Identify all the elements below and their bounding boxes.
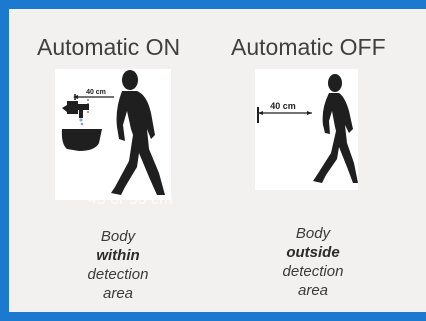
automatic-on-panel: 40 cm	[55, 69, 171, 200]
automatic-on-title: Automatic ON	[37, 34, 181, 60]
caption-emphasis: within	[96, 247, 140, 264]
within-detection-caption: Body within detection area	[58, 227, 178, 303]
caption-line: detection	[282, 263, 344, 280]
distance-arrow-icon	[73, 94, 114, 113]
caption-line: area	[297, 282, 329, 299]
walking-person-icon	[111, 70, 165, 195]
walking-person-icon	[313, 74, 358, 183]
caption-line: Body	[100, 228, 136, 245]
caption-emphasis: outside	[286, 244, 340, 261]
automatic-off-panel: 40 cm	[255, 69, 358, 190]
distance-label: 40 cm	[270, 101, 296, 111]
caption-line: Body	[295, 225, 331, 242]
caption-line: area	[102, 285, 134, 302]
automatic-off-title: Automatic OFF	[231, 34, 386, 60]
sink-basin-icon	[61, 129, 102, 151]
caption-line: detection	[87, 266, 149, 283]
distance-label: 40 cm	[86, 89, 106, 96]
faucet-icon	[62, 101, 89, 126]
distance-arrow-icon	[257, 107, 312, 123]
ghost-distance-label: 45 or 50 cm	[88, 191, 173, 208]
outside-detection-caption: Body outside detection area	[253, 224, 373, 300]
